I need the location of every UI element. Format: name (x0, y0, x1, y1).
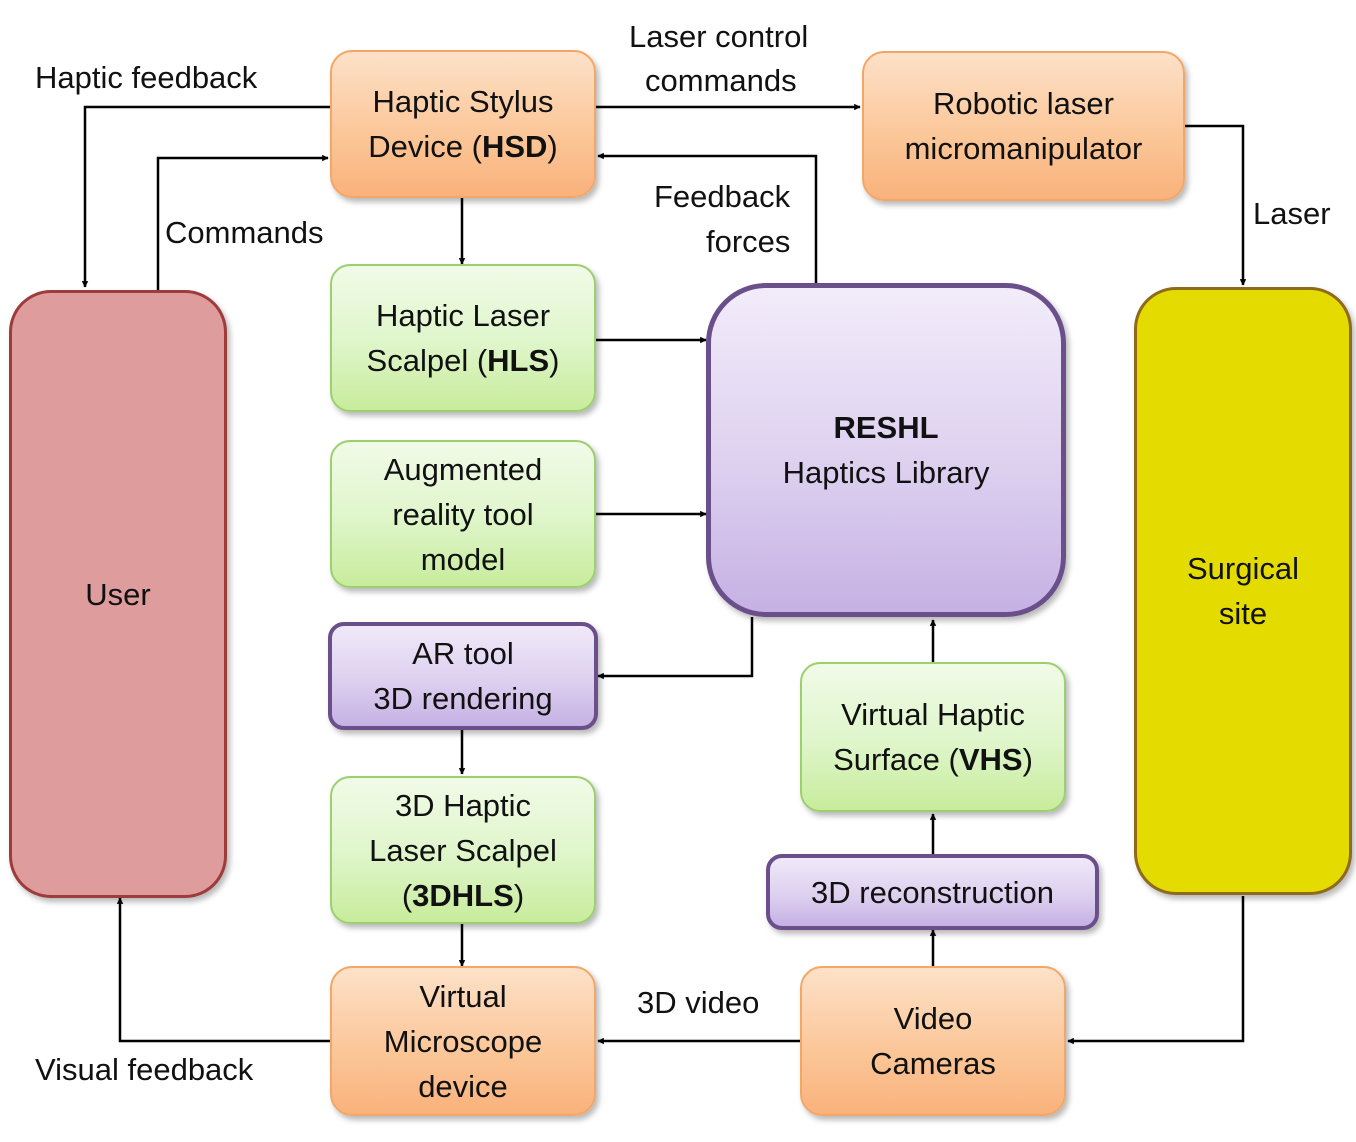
surgical-site-box: Surgical site (1134, 287, 1352, 895)
recon-line1: 3D reconstruction (811, 874, 1054, 910)
edge-laser (1185, 124, 1247, 286)
3dhls-line3: (3DHLS) (401, 877, 525, 913)
haptic-stylus-device-box: Haptic Stylus Device (HSD) (330, 50, 596, 198)
user-label: User (85, 576, 151, 612)
haptic-laser-scalpel-box: Haptic Laser Scalpel (HLS) (330, 264, 596, 412)
hsd-line1: Haptic Stylus (372, 84, 554, 119)
vhs-line1: Virtual Haptic (841, 697, 1025, 732)
label-haptic-feedback: Haptic feedback (35, 60, 258, 95)
edge-visual-feedback (116, 897, 330, 1043)
augmented-line1: Augmented (383, 451, 543, 487)
augmented-reality-tool-model-box: Augmented reality tool model (330, 440, 596, 588)
edge-feedback-forces (597, 152, 818, 283)
label-laser-control-line2: commands (645, 63, 797, 98)
reshl-title: RESHL (833, 410, 939, 445)
video-cameras-box: Video Cameras (800, 966, 1066, 1116)
hls-line1: Haptic Laser (375, 298, 551, 333)
label-laser: Laser (1253, 196, 1331, 231)
edge-surgical-cameras (1067, 896, 1245, 1045)
edge-reshl-artool (597, 617, 754, 680)
robotic-line1: Robotic laser (933, 86, 1114, 121)
user-box: User (9, 290, 227, 898)
artool-line1: AR tool (412, 636, 514, 671)
surgical-line1: Surgical (1187, 551, 1299, 586)
vhs-line2: Surface (VHS) (833, 742, 1033, 777)
label-visual-feedback: Visual feedback (35, 1052, 254, 1087)
reshl-subtitle: Haptics Library (782, 455, 990, 490)
augmented-line2: reality tool (392, 496, 534, 532)
augmented-line3: model (420, 541, 506, 577)
robotic-laser-micromanipulator-box: Robotic laser micromanipulator (862, 51, 1185, 201)
virtual-microscope-device-box: Virtual Microscope device (330, 966, 596, 1116)
label-feedback-forces-line1: Feedback (654, 179, 791, 214)
virtual-haptic-surface-box: Virtual Haptic Surface (VHS) (800, 662, 1066, 812)
edge-haptic-feedback (81, 105, 330, 288)
3d-reconstruction-box: 3D reconstruction (766, 854, 1099, 930)
3dhls-line1: 3D Haptic (394, 787, 532, 823)
cameras-line1: Video (893, 1001, 973, 1036)
artool-line2: 3D rendering (373, 681, 553, 716)
label-commands: Commands (165, 215, 324, 250)
robotic-line2: micromanipulator (904, 131, 1143, 166)
surgical-line2: site (1218, 596, 1268, 631)
label-laser-control-line1: Laser control (629, 19, 809, 54)
cameras-line2: Cameras (870, 1046, 996, 1081)
3d-haptic-laser-scalpel-box: 3D Haptic Laser Scalpel (3DHLS) (330, 776, 596, 924)
label-feedback-forces-line2: forces (706, 224, 791, 259)
microscope-line3: device (418, 1068, 508, 1104)
hsd-line2: Device (HSD) (368, 129, 558, 164)
3dhls-line2: Laser Scalpel (369, 832, 557, 868)
edge-commands (156, 154, 329, 290)
reshl-haptics-library-box: RESHL Haptics Library (706, 283, 1066, 617)
microscope-line1: Virtual (419, 978, 507, 1014)
label-3d-video: 3D video (637, 985, 760, 1020)
hls-line2: Scalpel (HLS) (366, 343, 560, 378)
microscope-line2: Microscope (383, 1023, 543, 1059)
ar-tool-3d-rendering-box: AR tool 3D rendering (328, 622, 598, 730)
